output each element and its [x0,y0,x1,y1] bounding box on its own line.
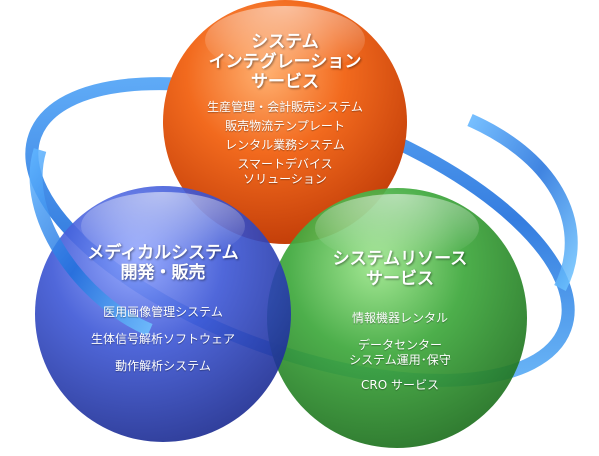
medical-label: メディカルシステム 開発・販売 医用画像管理システム 生体信号解析ソフトウェア … [58,243,268,374]
integration-item: レンタル業務システム [225,138,345,152]
integration-items: 生産管理・会計販売システム 販売物流テンプレート レンタル業務システム スマート… [175,100,395,187]
resource-label: システムリソース サービス 情報機器レンタル データセンター システム運用･保守… [295,249,505,393]
circle-medical [35,186,291,442]
integration-label: システム インテグレーション サービス 生産管理・会計販売システム 販売物流テン… [175,32,395,187]
integration-title-line: システム [251,32,319,52]
orbit-ring-front [29,114,578,336]
resource-title: システムリソース サービス [295,249,505,289]
resource-title-line: システムリソース [332,249,468,269]
resource-title-line: サービス [366,269,434,289]
integration-item: ソリューション [243,172,327,186]
integration-item: 販売物流テンプレート [225,119,345,133]
circle-integration [163,0,407,244]
resource-items: 情報機器レンタル データセンター システム運用･保守 CRO サービス [295,311,505,393]
integration-item: スマートデバイス [237,157,333,171]
integration-title-line: インテグレーション [208,52,362,72]
medical-item: 生体信号解析ソフトウェア [90,332,235,346]
resource-item: システム運用･保守 [349,353,451,367]
integration-title: システム インテグレーション サービス [175,32,395,92]
integration-title-line: サービス [251,72,319,92]
medical-title: メディカルシステム 開発・販売 [58,243,268,283]
integration-item: 生産管理・会計販売システム [207,100,363,114]
medical-title-line: メディカルシステム [87,243,239,263]
resource-item: データセンター [357,338,442,352]
resource-item: 情報機器レンタル [351,311,448,325]
medical-item: 動作解析システム [115,359,211,373]
medical-item: 医用画像管理システム [103,305,223,319]
resource-item: CRO サービス [361,378,439,392]
medical-items: 医用画像管理システム 生体信号解析ソフトウェア 動作解析システム [58,305,268,374]
circle-resource [267,188,527,448]
medical-title-line: 開発・販売 [120,263,206,283]
